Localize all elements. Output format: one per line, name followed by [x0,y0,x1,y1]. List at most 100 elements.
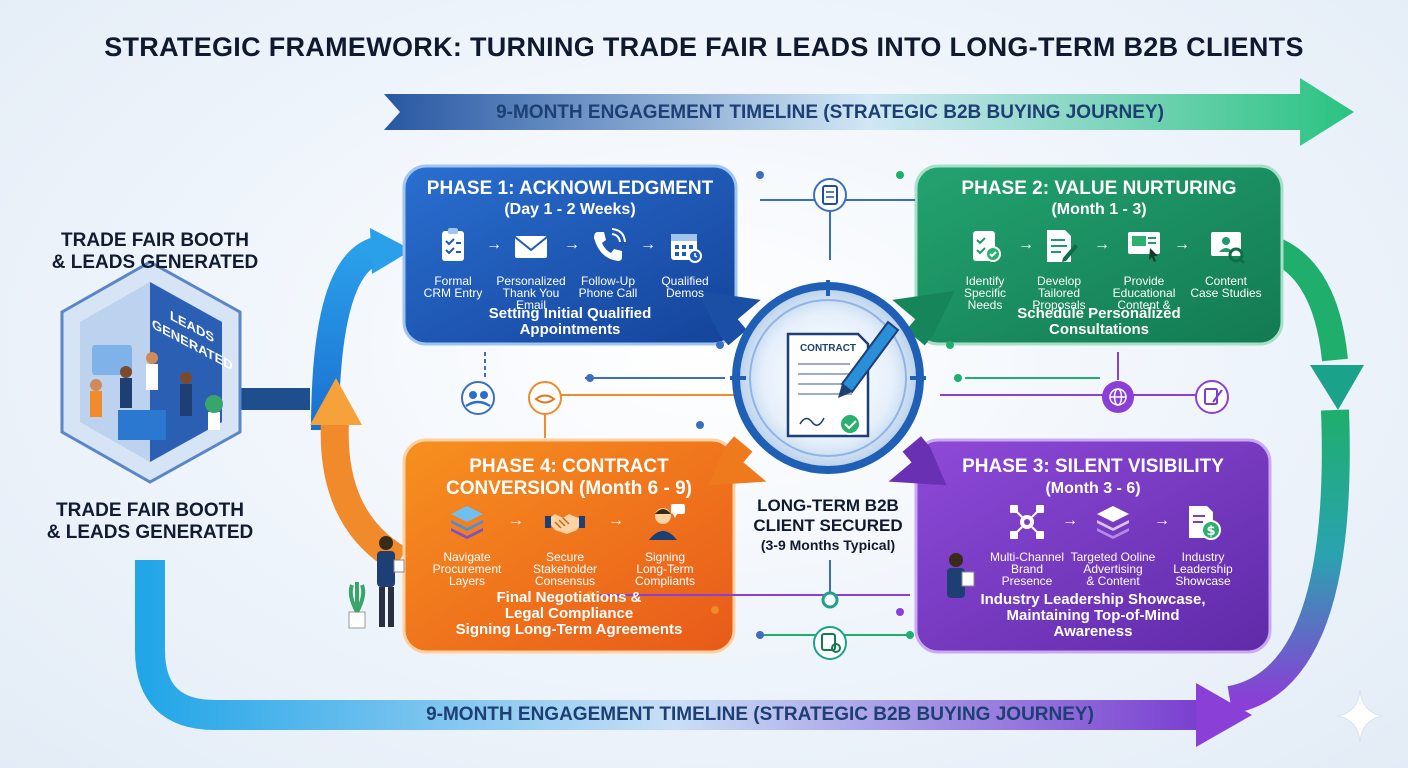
phase1-box [402,164,738,346]
phase3-subtitle: (Month 3 - 6) [1045,480,1141,497]
trade-fair-booth-illustration [60,260,242,484]
node-globe-icon [1102,381,1134,413]
pen-icon [838,320,900,398]
arrow-icon: → [640,236,656,253]
phase1-step-email: Personalized Thank You Email [488,226,574,311]
phase4-step-consensus: Secure Stakeholder Consensus [522,502,608,587]
phase2-to-center-arrow [892,290,955,346]
phase4-box [402,438,736,654]
phase1-summary: Setting Initial Qualified Appointments [488,305,652,338]
center-duration-label: (3-9 Months Typical) [760,537,896,553]
arrow-icon: → [1062,512,1078,529]
phase3-to-center-arrow [888,436,947,486]
phase1-step-demos: Qualified Demos [642,226,728,299]
dollar-document-icon: $ [1189,506,1221,540]
phase2-card: PHASE 2: VALUE NURTURING (Month 1 - 3) I… [916,166,1282,344]
top-timeline-label: 9-MONTH ENGAGEMENT TIMELINE (STRATEGIC B… [496,102,1164,123]
person-reading-icon [947,553,975,598]
phone-icon [594,228,626,261]
phase3-title: PHASE 3: SILENT VISIBILITY [962,456,1224,477]
phase1-to-center-arrow [698,290,761,346]
phase2-title: PHASE 2: VALUE NURTURING [961,178,1237,199]
clipboard-icon [442,228,464,261]
node-edit-icon [1195,380,1229,414]
phase4-step-label: Secure Stakeholder Consensus [532,550,598,588]
phase3-step-label: Multi-Channel Brand Presence [989,550,1065,588]
phase3-step-label: Targeted Ooline Advertising & Content [1070,550,1156,588]
node-people-icon [461,381,495,415]
booth-connector [240,388,310,410]
top-timeline-arrow [384,78,1354,146]
bottom-timeline-label: 9-MONTH ENGAGEMENT TIMELINE (STRATEGIC B… [426,704,1094,725]
person-icon [377,536,405,627]
arrow-icon: → [1018,236,1034,253]
phase1-step-label: Follow-Up Phone Call [578,274,638,300]
phase2-step-needs: Identify Specific Needs [942,226,1028,311]
phase3-step-brand: Multi-Channel Brand Presence [984,502,1070,587]
arrow-icon: → [1174,236,1190,253]
checklist-icon [973,231,1001,262]
phase2-step-label: Content Case Studies [1190,274,1262,300]
center-contract-emblem [730,280,926,474]
phase4-card: PHASE 4: CONTRACT CONVERSION (Month 6 - … [404,440,734,652]
phase4-title: PHASE 4: CONTRACT CONVERSION (Month 6 - … [446,456,692,499]
phase2-step-education: Provide Educational Content & [1101,226,1187,311]
plant-icon [348,582,366,629]
arrow-icon: → [1154,512,1170,529]
arrow-icon: → [564,236,580,253]
calendar-icon [671,234,702,263]
node-clipboard-icon [813,178,847,212]
bottom-timeline-arrow [135,560,1252,747]
phase1-title: PHASE 1: ACKNOWLEDGMENT [426,178,714,199]
phase4-step-signing: Signing Long-Term Compliants [622,502,708,587]
phase2-subtitle: (Month 1 - 3) [1051,201,1147,218]
arrow-icon: → [1094,236,1110,253]
proposal-icon [1047,230,1078,262]
network-icon [1010,505,1044,539]
node-handshake-icon [528,381,562,415]
phase1-step-label: Qualified Demos [661,274,709,300]
connector-dots [586,171,962,639]
phase3-card: PHASE 3: SILENT VISIBILITY (Month 3 - 6)… [916,440,1270,652]
handshake-icon [545,514,585,534]
phase2-box [914,164,1284,346]
phase3-step-advertising: Targeted Ooline Advertising & Content [1070,502,1156,587]
phase3-step-showcase: $ Industry Leadership Showcase [1160,502,1246,587]
phase2-step-label: Identify Specific Needs [963,274,1007,312]
envelope-icon [514,236,548,258]
phase2-step-case-studies: Content Case Studies [1183,226,1269,299]
blue-arc-arrow [311,228,412,431]
presentation-icon [1128,232,1160,262]
phase3-summary: Industry Leadership Showcase, Maintainin… [980,591,1206,640]
booth-label-bottom: TRADE FAIR BOOTH & LEADS GENERATED [46,500,254,543]
page-title: STRATEGIC FRAMEWORK: TURNING TRADE FAIR … [104,32,1304,62]
phase2-summary: Schedule Personalized Consultations [1017,305,1181,338]
person-speech-icon [649,504,685,540]
phase3-step-label: Industry Leadership Showcase [1173,550,1233,588]
phase3-box [914,438,1272,654]
arrow-icon: → [608,512,624,529]
orange-arc-arrow [310,378,408,573]
layers-icon [451,506,483,539]
phase4-to-center-arrow [708,436,767,486]
node-review-icon [813,626,847,660]
center-client-secured-label: LONG-TERM B2B CLIENT SECURED [753,496,903,535]
case-study-icon [1211,232,1246,265]
sparkle-icon [1337,689,1383,743]
phase4-step-label: Navigate Procurement Layers [432,550,502,588]
phase1-subtitle: (Day 1 - 2 Weeks) [504,201,636,218]
phase1-step-label: Personalized Thank You Email [496,274,566,312]
arrow-icon: → [486,236,502,253]
layers-icon [1097,506,1129,539]
booth-label-top: TRADE FAIR BOOTH & LEADS GENERATED [51,230,259,273]
arrow-icon: → [508,512,524,529]
phase1-card: PHASE 1: ACKNOWLEDGMENT (Day 1 - 2 Weeks… [404,166,736,344]
phase2-step-label: Develop Tailored Proposals [1032,274,1086,312]
phase4-summary: Final Negotiations & Legal Compliance Si… [455,589,683,638]
contract-document-label: CONTRACT [799,343,857,354]
svg-text:$: $ [1206,524,1215,539]
phase1-step-call: Follow-Up Phone Call [565,226,651,299]
phase1-step-crm: Formal CRM Entry [410,226,496,299]
phase2-step-label: Provide Educational Content & [1112,274,1176,312]
